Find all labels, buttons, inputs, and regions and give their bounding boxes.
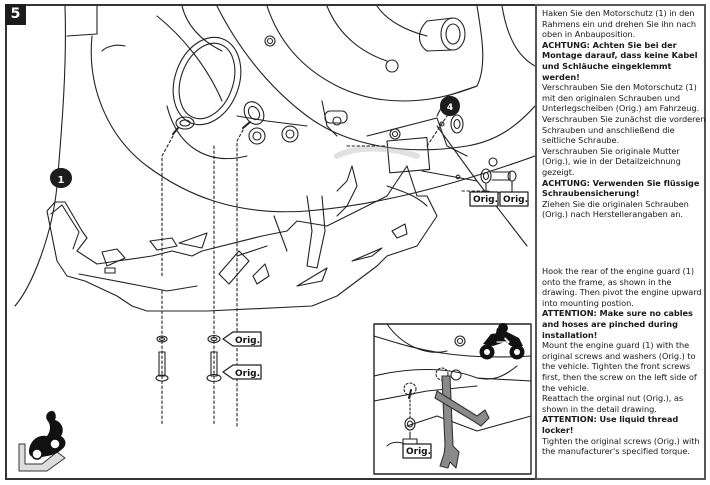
en-paragraph-4: Tighten the original screws (Orig.) with… <box>542 435 700 457</box>
svg-text:1: 1 <box>58 175 65 186</box>
de-paragraph-4: Ziehen Sie die originalen Schrauben (Ori… <box>542 198 689 220</box>
instructions-english: Hook the rear of the engine guard (1) on… <box>542 266 706 457</box>
svg-text:Orig.: Orig. <box>235 336 260 346</box>
orig-tag-detail-nut: Orig. <box>402 431 432 459</box>
en-paragraph-2: Mount the engine guard (1) with the orig… <box>542 340 697 393</box>
callout-part-1: 1 <box>50 168 72 192</box>
front-screws <box>155 334 222 383</box>
motorcycle-frame-lines <box>14 6 535 307</box>
side-bolt-hardware <box>439 114 517 184</box>
svg-text:4: 4 <box>447 103 453 113</box>
wrench-icon <box>434 375 490 469</box>
drawing-frame <box>5 4 535 480</box>
en-paragraph-1: Hook the rear of the engine guard (1) on… <box>542 266 702 308</box>
motorcycle-rider-icon <box>18 410 66 472</box>
callout-part-4: 4 <box>440 96 460 120</box>
orig-tag-washer: Orig. <box>222 331 262 347</box>
instructions-panel: Haken Sie den Motorschutz (1) in den Rah… <box>535 4 706 480</box>
svg-text:Orig.: Orig. <box>406 447 431 457</box>
en-warning-cables: ATTENTION: Make sure no cables and hoses… <box>542 308 693 340</box>
instructions-german: Haken Sie den Motorschutz (1) in den Rah… <box>542 8 706 220</box>
en-paragraph-3: Reattach the orginal nut (Orig.), as sho… <box>542 393 684 414</box>
de-paragraph-2: Verschrauben Sie den Motorschutz (1) mit… <box>542 82 706 146</box>
engine-guard-part <box>46 165 438 312</box>
svg-text:Orig.: Orig. <box>503 195 528 205</box>
svg-text:Orig.: Orig. <box>473 195 498 205</box>
assembly-drawing: Orig. Orig. 1 4 Orig. <box>14 6 535 475</box>
de-paragraph-3: Verschrauben Sie originale Mutter (Orig.… <box>542 145 681 177</box>
en-warning-threadlocker: ATTENTION: Use liquid thread locker! <box>542 414 679 435</box>
assembly-guide-lines <box>161 115 508 427</box>
orig-tag-side-washer: Orig. <box>469 183 499 207</box>
motorcycle-side-view-icon <box>479 323 525 360</box>
de-paragraph-1: Haken Sie den Motorschutz (1) in den Rah… <box>542 8 697 40</box>
orig-tag-side-screw: Orig. <box>499 181 529 207</box>
de-warning-threadlocker: ACHTUNG: Verwenden Sie flüssige Schraube… <box>542 177 700 199</box>
svg-text:Orig.: Orig. <box>235 369 260 379</box>
orig-tag-screw: Orig. <box>222 364 262 380</box>
step-number-badge: 5 <box>5 4 26 25</box>
de-warning-cables: ACHTUNG: Achten Sie bei der Montage dara… <box>542 39 698 82</box>
